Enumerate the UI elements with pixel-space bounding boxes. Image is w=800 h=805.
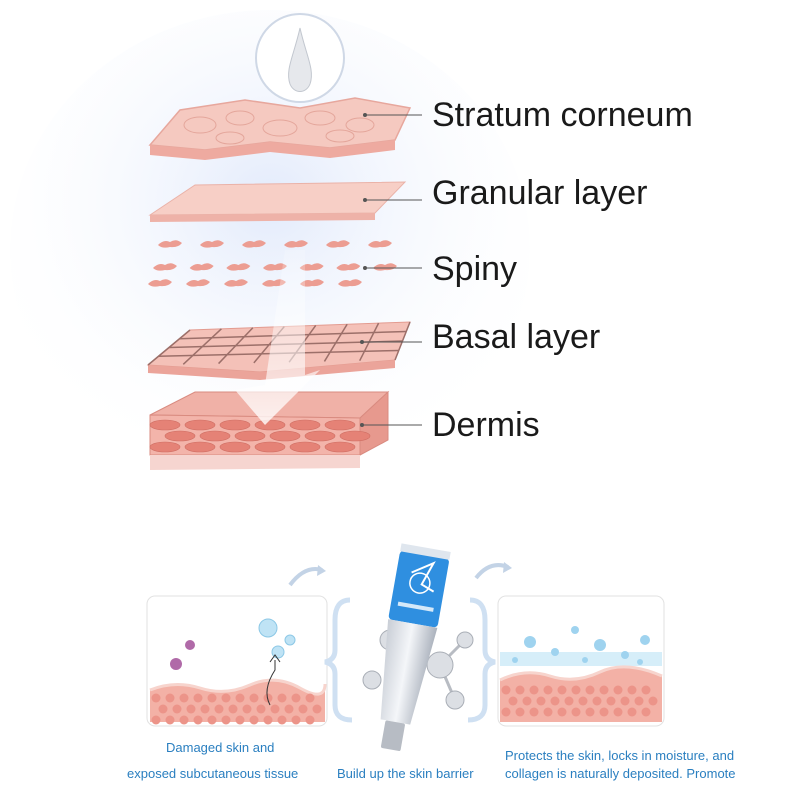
label-stratum-corneum: Stratum corneum <box>432 96 693 134</box>
moisture-droplets <box>512 626 650 665</box>
granular-layer <box>148 181 407 222</box>
penetration-arrow <box>235 250 320 425</box>
caption-protect-line2: collagen is naturally deposited. Promote <box>505 766 736 781</box>
dermis-layer <box>149 390 390 470</box>
spiny-layer <box>148 240 397 287</box>
leader-lines <box>362 114 422 426</box>
caption-damaged-line1: Damaged skin and <box>166 740 275 755</box>
cream-tube <box>380 543 451 751</box>
caption-damaged-line2: exposed subcutaneous tissue <box>127 766 299 781</box>
label-basal-layer: Basal layer <box>432 318 601 356</box>
bacteria-icon <box>170 640 195 670</box>
caption-barrier: Build up the skin barrier <box>337 766 474 781</box>
label-spiny: Spiny <box>432 250 518 288</box>
protected-skin-panel <box>497 595 665 727</box>
label-dermis: Dermis <box>432 406 540 444</box>
droplet-bubble <box>255 13 345 103</box>
arrow-right-icon <box>288 567 323 587</box>
barrier-panel <box>324 543 496 751</box>
stratum-corneum-layer <box>148 97 412 160</box>
label-granular-layer: Granular layer <box>432 174 648 212</box>
caption-protect-line1: Protects the skin, locks in moisture, an… <box>505 748 735 763</box>
damaged-skin-panel <box>146 595 328 727</box>
